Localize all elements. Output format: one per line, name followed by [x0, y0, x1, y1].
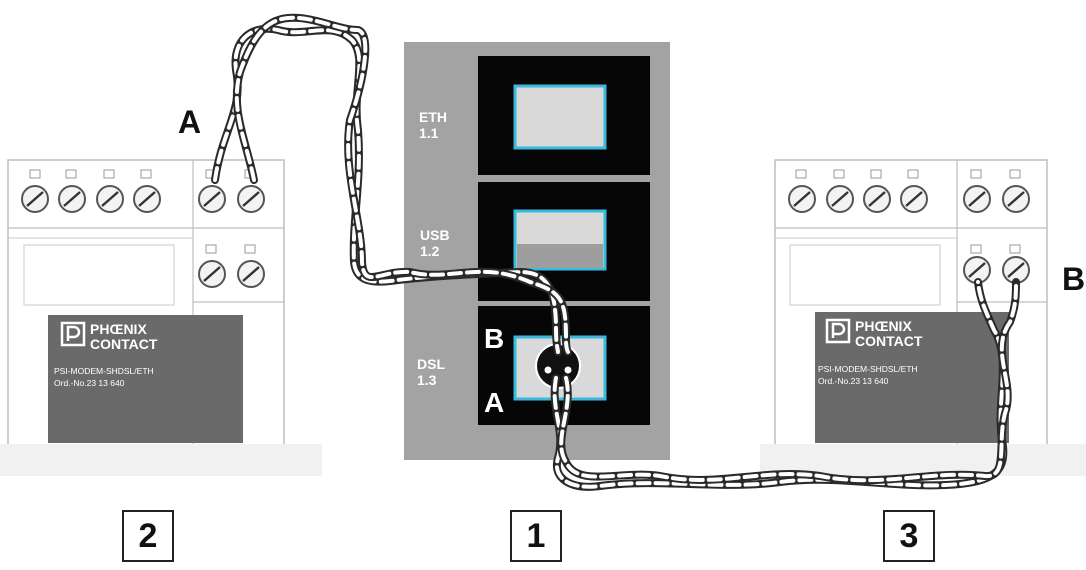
twisted-pair-wire-right — [550, 278, 1020, 491]
module-brand-line1-left: PHŒNIX — [90, 321, 147, 337]
port-label-eth: ETH — [419, 109, 447, 125]
device-number-1: 1 — [510, 510, 562, 562]
module-brand-line2-left: CONTACT — [90, 336, 158, 352]
port-label-dsl: DSL — [417, 356, 445, 372]
module-model-left: PSI-MODEM-SHDSL/ETH — [54, 366, 154, 376]
port-number-eth: 1.1 — [419, 125, 439, 141]
center-device: ETH 1.1 USB 1.2 DSL 1.3 B A — [404, 42, 670, 460]
dsl-pin-label-b: B — [484, 323, 504, 354]
module-model-right: PSI-MODEM-SHDSL/ETH — [818, 364, 918, 374]
phoenix-logo-icon — [825, 318, 851, 344]
module-order-no-left: Ord.-No.23 13 640 — [54, 378, 125, 388]
eth-socket — [513, 84, 607, 150]
phoenix-logo-icon — [60, 321, 86, 347]
module-right: PHŒNIX CONTACT PSI-MODEM-SHDSL/ETH Ord.-… — [760, 159, 1086, 476]
module-brand-line1-right: PHŒNIX — [855, 318, 912, 334]
port-number-usb: 1.2 — [420, 243, 440, 259]
module-brand-line2-right: CONTACT — [855, 333, 923, 349]
wire-label-b: B — [1062, 261, 1085, 297]
device-number-2: 2 — [122, 510, 174, 562]
dsl-pin-label-a: A — [484, 387, 504, 418]
port-number-dsl: 1.3 — [417, 372, 437, 388]
wire-label-a: A — [178, 104, 201, 140]
device-number-3: 3 — [883, 510, 935, 562]
module-left: PHŒNIX CONTACT PSI-MODEM-SHDSL/ETH Ord.-… — [0, 159, 322, 476]
port-label-usb: USB — [420, 227, 450, 243]
module-order-no-right: Ord.-No.23 13 640 — [818, 376, 889, 386]
module-label-plate-left — [48, 315, 243, 443]
twisted-pair-wire-left — [211, 13, 572, 356]
module-label-plate-right — [815, 312, 1009, 443]
